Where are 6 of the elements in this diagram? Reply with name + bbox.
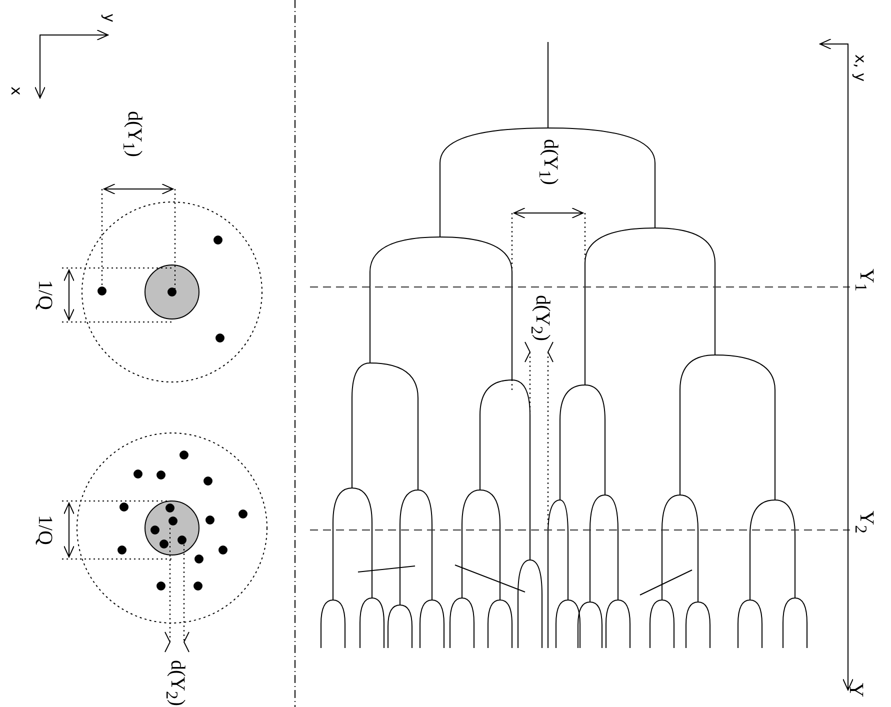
dimension-label: 1/Q <box>35 515 55 545</box>
axis-label: Y <box>846 682 866 698</box>
axis-label: x <box>8 86 24 96</box>
axis-label: y <box>102 14 116 22</box>
axis-label: x, y <box>852 54 868 82</box>
dimension-label: 1/Q <box>35 280 55 310</box>
